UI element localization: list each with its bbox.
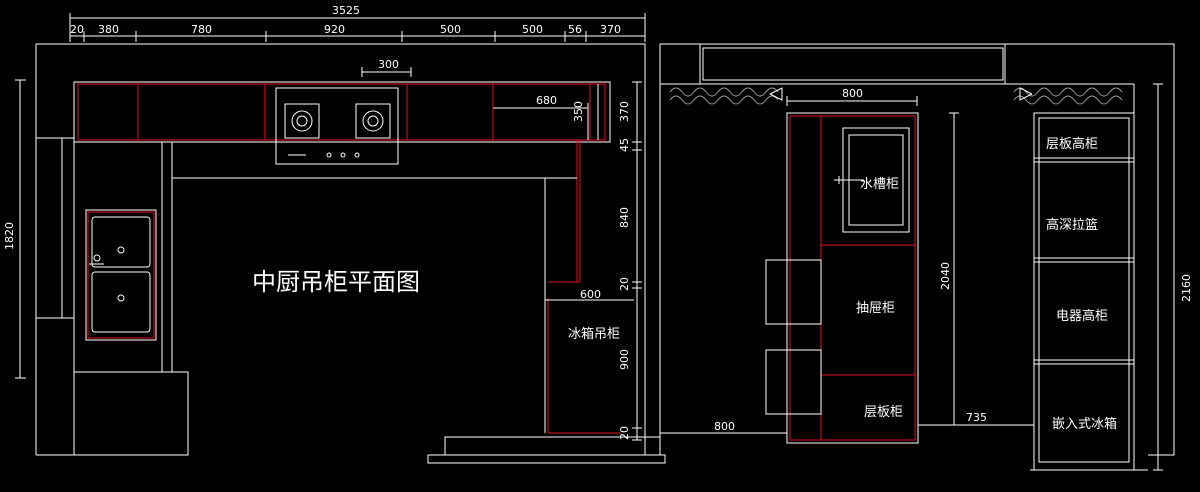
dim-cab-depth: 350 bbox=[572, 101, 585, 122]
dim-right-5: 900 bbox=[618, 349, 631, 370]
plan-view: 3525 20 380 780 920 500 500 56 370 1820 bbox=[3, 4, 666, 464]
sink-cab-label: 水槽柜 bbox=[860, 177, 899, 192]
dim-seg-5: 500 bbox=[440, 23, 461, 36]
fridge-cab-label: 冰箱吊柜 bbox=[568, 326, 620, 342]
dim-elev-height: 2040 bbox=[939, 262, 952, 290]
dim-height: 1820 bbox=[3, 222, 16, 250]
elevation-view: 800 水槽柜 抽屉柜 层板柜 2040 bbox=[660, 43, 1193, 471]
dim-right-4: 20 bbox=[618, 277, 631, 291]
dim-right-1: 370 bbox=[618, 101, 631, 122]
dim-hob-width: 300 bbox=[378, 58, 399, 71]
dim-right-6: 20 bbox=[618, 426, 631, 440]
upper-cabinets bbox=[73, 81, 620, 434]
hob bbox=[284, 103, 391, 158]
tall-unit-1-label: 层板高柜 bbox=[1046, 136, 1098, 152]
fridge-cabinet: 600 冰箱吊柜 bbox=[544, 288, 634, 342]
elevation-bottom-dimensions: 800 735 bbox=[660, 411, 1035, 438]
elevation-top-dimension: 800 bbox=[786, 87, 918, 106]
tall-unit-2-label: 高深拉篮 bbox=[1046, 217, 1098, 233]
shelf-cab-label: 层板柜 bbox=[864, 405, 903, 420]
dim-seg-8: 370 bbox=[600, 23, 621, 36]
tall-units: 层板高柜 高深拉篮 电器高柜 嵌入式冰箱 bbox=[1033, 112, 1135, 471]
total-height-dimension: 2160 bbox=[1153, 83, 1193, 471]
dim-elev-bottom-left: 800 bbox=[714, 420, 735, 433]
top-dimension-chain: 3525 20 380 780 920 500 500 56 370 bbox=[69, 4, 646, 42]
insulation-symbol bbox=[669, 87, 1123, 105]
tall-unit-3-label: 电器高柜 bbox=[1056, 308, 1108, 324]
dim-seg-3: 780 bbox=[191, 23, 212, 36]
sink bbox=[85, 209, 157, 341]
dim-fridge-cab-width: 600 bbox=[580, 288, 601, 301]
dim-elev-bottom-right: 735 bbox=[966, 411, 987, 424]
dim-cab-width: 680 bbox=[536, 94, 557, 107]
plan-title: 中厨吊柜平面图 bbox=[252, 268, 420, 296]
dim-elev-top-width: 800 bbox=[842, 87, 863, 100]
dim-seg-1: 20 bbox=[70, 23, 84, 36]
left-dimension: 1820 bbox=[3, 79, 26, 379]
dim-right-2: 45 bbox=[618, 138, 631, 152]
dim-seg-2: 380 bbox=[98, 23, 119, 36]
dim-right-3: 840 bbox=[618, 207, 631, 228]
drawer-cab-label: 抽屉柜 bbox=[856, 301, 895, 316]
room-walls bbox=[35, 43, 666, 464]
island-cabinet: 水槽柜 抽屉柜 层板柜 bbox=[765, 112, 919, 444]
dim-total-width: 3525 bbox=[332, 4, 360, 17]
elevation-height-dimension: 2040 bbox=[939, 112, 959, 426]
hob-dimension: 300 bbox=[361, 58, 412, 77]
elevation-walls bbox=[660, 43, 1175, 471]
dim-seg-4: 920 bbox=[324, 23, 345, 36]
cabinet-dimension: 680 350 bbox=[493, 94, 589, 140]
left-base-cabinets bbox=[35, 137, 189, 456]
dim-seg-7: 56 bbox=[568, 23, 582, 36]
dim-total-height: 2160 bbox=[1180, 274, 1193, 302]
tall-unit-4-label: 嵌入式冰箱 bbox=[1052, 416, 1117, 432]
right-plan-dimensions: 370 45 840 20 900 20 bbox=[618, 81, 642, 441]
dim-seg-6: 500 bbox=[522, 23, 543, 36]
